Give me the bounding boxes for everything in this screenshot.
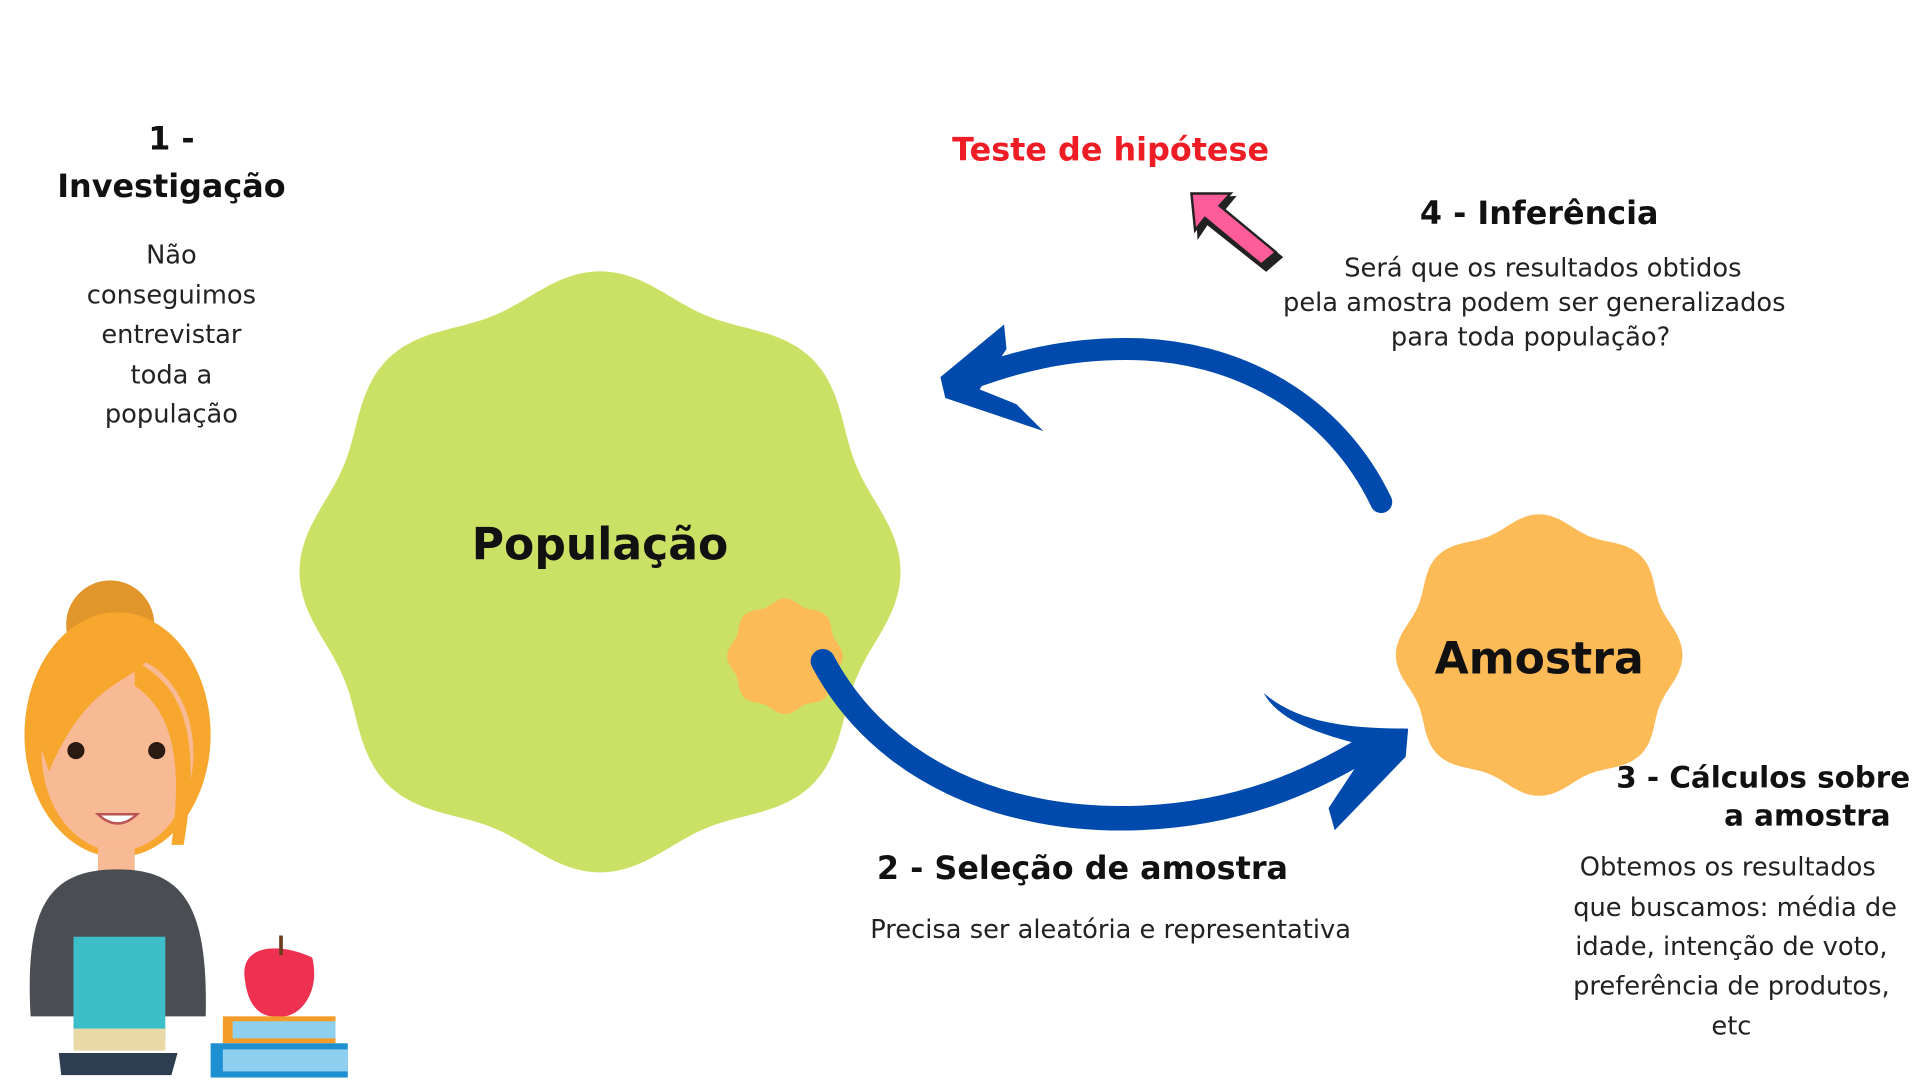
population-label: População [472,520,729,571]
step3-body-line: etc [1711,1012,1751,1042]
step3-body-line: idade, intenção de voto, [1575,932,1887,962]
step3-body-line: preferência de produtos, [1573,971,1890,1001]
step4-title: 4 - Inferência [1420,194,1659,232]
step1-body: Não conseguimos entrevistar toda a popul… [87,240,256,429]
hypothesis-test-label: Teste de hipótese [952,130,1269,168]
sample-subset-blob [727,598,843,715]
step2-title: 2 - Seleção de amostra [877,849,1288,887]
sample-label: Amostra [1435,633,1644,684]
step3-body: Obtemos os resultados que buscamos: médi… [1573,853,1897,1042]
step4-body: Será que os resultados obtidos pela amos… [1283,254,1786,353]
step3-body-line: que buscamos: média de [1573,893,1897,923]
step1-body-line: Não [146,240,197,270]
step1-body-line: população [105,399,238,429]
inference-arrow [940,324,1393,514]
step4-body-line: para toda população? [1391,322,1670,352]
step1-body-line: conseguimos [87,281,256,311]
step1-body-line: entrevistar [101,320,242,350]
step1-title-line1: 1 - [148,119,194,157]
step1-body-line: toda a [131,360,213,390]
step4-body-line: Será que os resultados obtidos [1344,254,1741,284]
step3-title-line2: a amostra [1724,798,1891,832]
step1-title-line2: Investigação [57,167,285,205]
hypothesis-arrow-icon [1190,192,1284,272]
teacher-illustration-icon [24,580,348,1078]
selection-arrow [810,648,1409,831]
step4-body-line: pela amostra podem ser generalizados [1283,288,1786,318]
step2-body: Precisa ser aleatória e representativa [870,915,1351,945]
sample-blob [1395,514,1683,796]
population-blob [299,271,901,873]
step3-title-line1: 3 - Cálculos sobre [1616,760,1910,794]
step3-body-line: Obtemos os resultados [1580,853,1876,883]
